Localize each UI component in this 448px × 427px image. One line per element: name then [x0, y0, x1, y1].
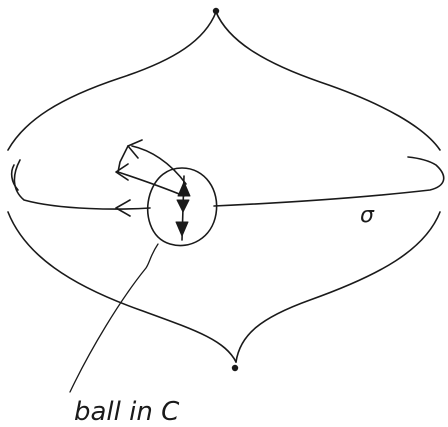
flow-bracket-stroke: [117, 145, 129, 173]
bottom-vertex-dot: [231, 364, 239, 372]
equator-front-arc: [213, 156, 445, 207]
flow-curve-upper: [131, 145, 187, 185]
top-vertex-dot: [212, 7, 220, 15]
flow-curve-lower: [117, 171, 185, 197]
equator-back-arc: [13, 159, 151, 210]
ball-circle: [147, 167, 218, 247]
ball-region: [115, 139, 218, 247]
upper-boundary: [7, 11, 441, 151]
lower-right-arc: [235, 211, 441, 363]
equator-curve-sigma: [10, 156, 445, 217]
lower-boundary: [7, 211, 441, 363]
sigma-label: σ: [360, 203, 375, 228]
ball-down-arrowhead: [175, 221, 189, 237]
ball-caption: ball in C: [74, 397, 180, 427]
equator-arrow-head: [115, 199, 131, 217]
flow-arrowhead-lower: [115, 163, 129, 181]
equator-left-stub: [10, 164, 19, 191]
ball-mid-arrowhead: [176, 199, 190, 213]
caption-pointer-line: [69, 243, 159, 393]
lower-left-arc: [7, 211, 237, 363]
upper-right-arc: [215, 11, 441, 151]
upper-left-arc: [7, 11, 217, 151]
